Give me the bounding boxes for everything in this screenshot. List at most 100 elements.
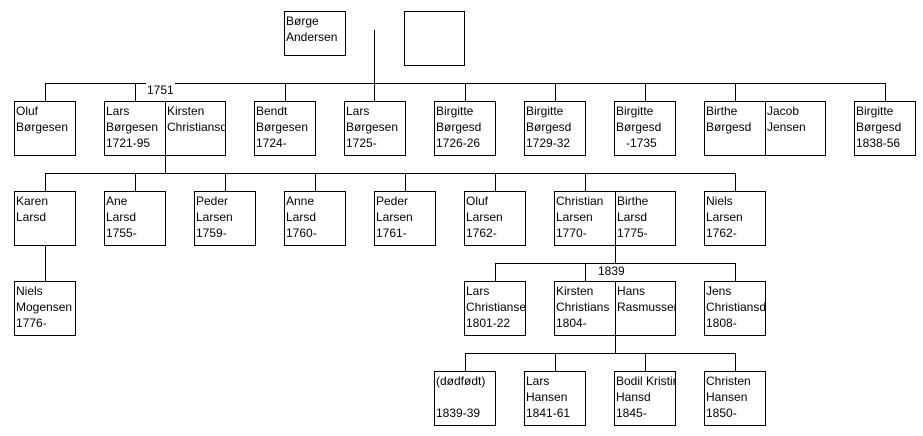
person-text-line: Børgesd [526,120,572,134]
person-text-line: Børgesd [436,120,482,134]
person-text-line: Andersen [286,30,338,44]
person-text-line: Christiansen [466,300,526,314]
person-text-line: 1759- [196,226,227,240]
person-text-line: Ane [106,194,128,208]
person-text-line: Karen [16,194,49,208]
person-text-line: Hansen [526,390,568,404]
person-text-line: Børgesd [856,120,902,134]
person-text-line: 1721-95 [106,136,151,150]
person-text-line: 1775- [617,226,648,240]
person-text-line: Kirsten [556,284,594,298]
person-text-line: Larsen [376,210,413,224]
person-text-line: 1770- [556,226,587,240]
person-text-line: Christiansd [706,300,766,314]
person-text-line: Niels [706,194,733,208]
person-text-line: Jens [706,284,732,298]
person-text-line: Larsen [556,210,593,224]
person-text-line: 1725- [346,136,377,150]
person-text-line: Larsd [106,210,137,224]
person-text-line: Rasmussen [617,300,676,314]
person-text-line: 1726-26 [436,136,481,150]
person-text-line: Oluf [466,194,489,208]
person-text-line: Jensen [767,120,806,134]
person-text-line: Larsen [466,210,503,224]
person-box-unknown-spouse[interactable] [404,11,465,66]
person-text-line: 1762- [706,226,737,240]
person-text-line: Børgesen [346,120,399,134]
person-text-line: 1729-32 [526,136,571,150]
person-box-dodfodt[interactable]: (dødfødt)1839-39 [434,371,496,426]
person-text-line: Niels [16,284,43,298]
person-text-line: Larsd [286,210,317,224]
person-text-line: Lars [526,374,550,388]
person-text-line: 1838-56 [856,136,901,150]
person-text-line: 1850- [706,406,737,420]
person-text-line: 1808- [706,316,737,330]
person-text-line: Bendt [256,104,288,118]
person-text-line: Lars [346,104,370,118]
person-text-line: Oluf [16,104,39,118]
person-text-line: 1845- [616,406,647,420]
person-text-line: 1755- [106,226,137,240]
person-text-line: Børgesd [706,120,752,134]
person-text-line: Bodil Kristine [616,374,675,388]
person-text-line: Larsen [196,210,233,224]
person-text-line: Jacob [767,104,800,118]
person-text-line [436,389,495,405]
person-text-line: Birgitte [856,104,894,118]
person-text-line: Birthe [617,194,649,208]
person-text-line: Birgitte [616,104,654,118]
person-text-line: Børgesd [616,120,662,134]
person-text-line: Børge [286,14,319,28]
person-text-line: -1735 [616,136,657,150]
person-text-line: 1776- [16,316,47,330]
person-text-line: 1839-39 [436,406,481,420]
person-text-line: Lars [106,104,130,118]
person-text-line: Birthe [706,104,738,118]
person-text-line: Børgesen [106,120,159,134]
marriage-year-label: 1839 [597,264,626,278]
person-text-line: 1762- [466,226,497,240]
person-text-line: Lars [466,284,490,298]
person-text-line: 1760- [286,226,317,240]
person-box-bodil-kristine[interactable]: Bodil KristineHansd1845- [614,371,676,426]
person-text-line: 1724- [256,136,287,150]
person-text-line: Børgesen [256,120,309,134]
person-text-line: Peder [376,194,409,208]
person-text-line: Mogensen [16,300,73,314]
person-text-line: Christian [556,194,604,208]
person-box-lars-christiansen[interactable]: LarsChristiansen1801-22 [464,281,526,336]
person-text-line: 1804- [556,316,587,330]
person-text-line: Christians [556,300,610,314]
person-text-line: 1761- [376,226,407,240]
